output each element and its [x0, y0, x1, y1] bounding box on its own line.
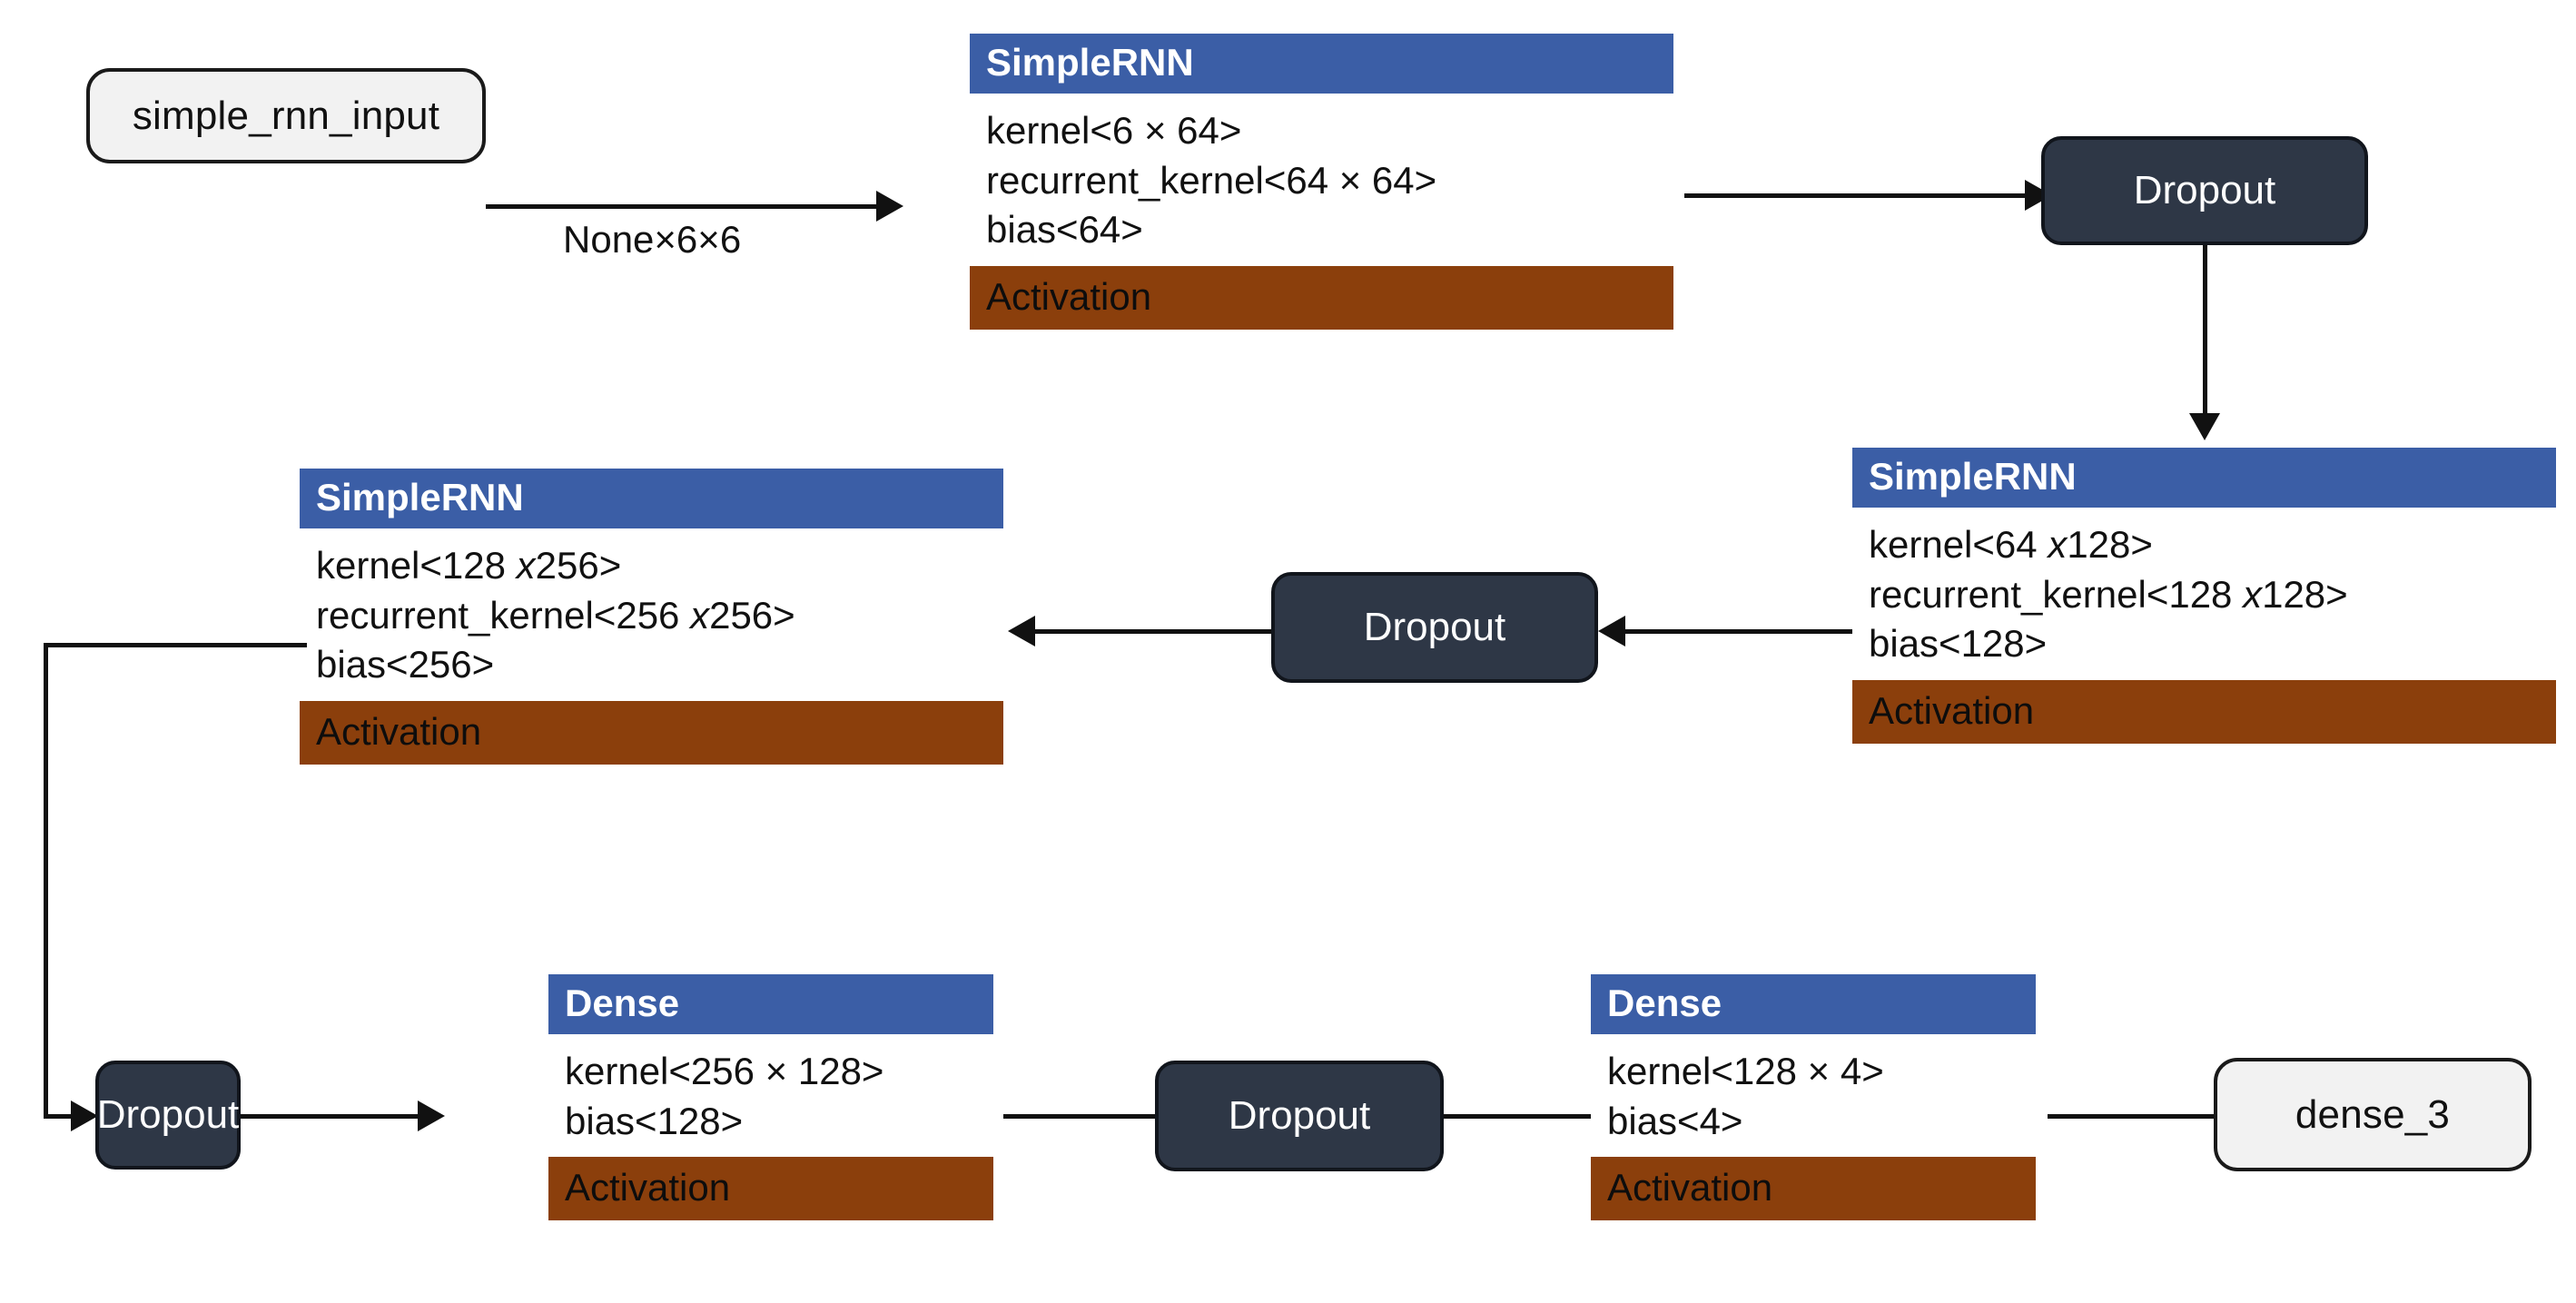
layer-body-dense-2: kernel<128 × 4> bias<4>	[1591, 1034, 2036, 1158]
layer-header-dense-1: Dense	[548, 974, 993, 1034]
edge-rnn1-to-dropout1	[1684, 193, 2025, 198]
param-kernel: kernel<128 × 4>	[1607, 1050, 1884, 1092]
edge-rnn2-to-dropout2	[1625, 629, 1852, 634]
param-kernel: kernel<64 x128>	[1869, 523, 2153, 566]
dropout-node-4[interactable]: Dropout	[1155, 1061, 1444, 1171]
dropout-node-3[interactable]: Dropout	[95, 1061, 241, 1170]
dropout-node-1[interactable]: Dropout	[2041, 136, 2368, 245]
param-recurrent-kernel: recurrent_kernel<128 x128>	[1869, 572, 2348, 616]
param-kernel: kernel<128 x256>	[316, 544, 622, 587]
layer-header-dense-2: Dense	[1591, 974, 2036, 1034]
edge-dense2-to-output	[2048, 1114, 2225, 1119]
edge-rnn2-to-dropout2-arrowhead	[1598, 616, 1625, 647]
dropout-node-2-label: Dropout	[1363, 605, 1506, 649]
layer-block-dense-2[interactable]: Dense kernel<128 × 4> bias<4> Activation	[1591, 974, 2036, 1221]
edge-dropout1-to-rnn2	[2203, 245, 2207, 422]
param-bias: bias<4>	[1607, 1099, 1743, 1142]
edge-dropout3-to-dense1-arrowhead	[418, 1101, 445, 1131]
edge-rnn3-to-dropout3-segment-left	[44, 643, 307, 647]
layer-footer-activation-3: Activation	[300, 700, 1003, 765]
edge-dropout3-to-dense1	[241, 1114, 418, 1119]
edge-rnn3-to-dropout3-arrowhead	[71, 1101, 98, 1131]
layer-header-simplernn-1: SimpleRNN	[970, 34, 1673, 94]
layer-footer-activation-5: Activation	[1591, 1157, 2036, 1221]
layer-header-simplernn-3: SimpleRNN	[300, 469, 1003, 528]
dropout-node-2[interactable]: Dropout	[1271, 572, 1598, 683]
edge-input-to-rnn1	[486, 204, 876, 209]
edge-label-input-shape: None×6×6	[563, 218, 742, 261]
dropout-node-1-label: Dropout	[2133, 168, 2276, 212]
param-bias: bias<128>	[565, 1099, 744, 1142]
param-bias: bias<256>	[316, 643, 495, 686]
param-recurrent-kernel: recurrent_kernel<64 × 64>	[986, 158, 1437, 202]
param-bias: bias<64>	[986, 208, 1143, 252]
input-node-label: simple_rnn_input	[132, 93, 440, 138]
input-node-simple-rnn-input[interactable]: simple_rnn_input	[86, 68, 486, 163]
edge-dense1-to-dropout4	[1003, 1114, 1180, 1119]
layer-block-dense-1[interactable]: Dense kernel<256 × 128> bias<128> Activa…	[548, 974, 993, 1221]
layer-footer-activation-2: Activation	[1852, 679, 2556, 744]
layer-footer-activation-1: Activation	[970, 265, 1673, 330]
layer-footer-activation-4: Activation	[548, 1157, 993, 1221]
edge-rnn3-to-dropout3-segment-down	[44, 643, 48, 1119]
layer-block-simplernn-1[interactable]: SimpleRNN kernel<6 × 64> recurrent_kerne…	[970, 34, 1673, 330]
edge-dropout1-to-rnn2-arrowhead	[2189, 413, 2220, 440]
param-kernel: kernel<256 × 128>	[565, 1050, 884, 1092]
param-bias: bias<128>	[1869, 622, 2048, 666]
edge-dropout2-to-rnn3	[1035, 629, 1271, 634]
layer-body-simplernn-3: kernel<128 x256> recurrent_kernel<256 x2…	[300, 528, 1003, 701]
layer-body-dense-1: kernel<256 × 128> bias<128>	[548, 1034, 993, 1158]
param-recurrent-kernel: recurrent_kernel<256 x256>	[316, 593, 795, 637]
edge-rnn3-to-dropout3-segment-right	[44, 1114, 91, 1119]
edge-dropout4-to-dense2	[1444, 1114, 1607, 1119]
output-node-dense-3[interactable]: dense_3	[2214, 1058, 2532, 1171]
layer-block-simplernn-2[interactable]: SimpleRNN kernel<64 x128> recurrent_kern…	[1852, 448, 2556, 744]
edge-input-to-rnn1-arrowhead	[876, 191, 903, 222]
dropout-node-4-label: Dropout	[1228, 1093, 1371, 1138]
layer-header-simplernn-2: SimpleRNN	[1852, 448, 2556, 508]
param-kernel: kernel<6 × 64>	[986, 109, 1242, 152]
layer-block-simplernn-3[interactable]: SimpleRNN kernel<128 x256> recurrent_ker…	[300, 469, 1003, 765]
output-node-label: dense_3	[2295, 1091, 2451, 1137]
edge-dropout2-to-rnn3-arrowhead	[1008, 616, 1035, 647]
layer-body-simplernn-2: kernel<64 x128> recurrent_kernel<128 x12…	[1852, 508, 2556, 680]
dropout-node-3-label: Dropout	[96, 1092, 240, 1137]
layer-body-simplernn-1: kernel<6 × 64> recurrent_kernel<64 × 64>…	[970, 94, 1673, 266]
